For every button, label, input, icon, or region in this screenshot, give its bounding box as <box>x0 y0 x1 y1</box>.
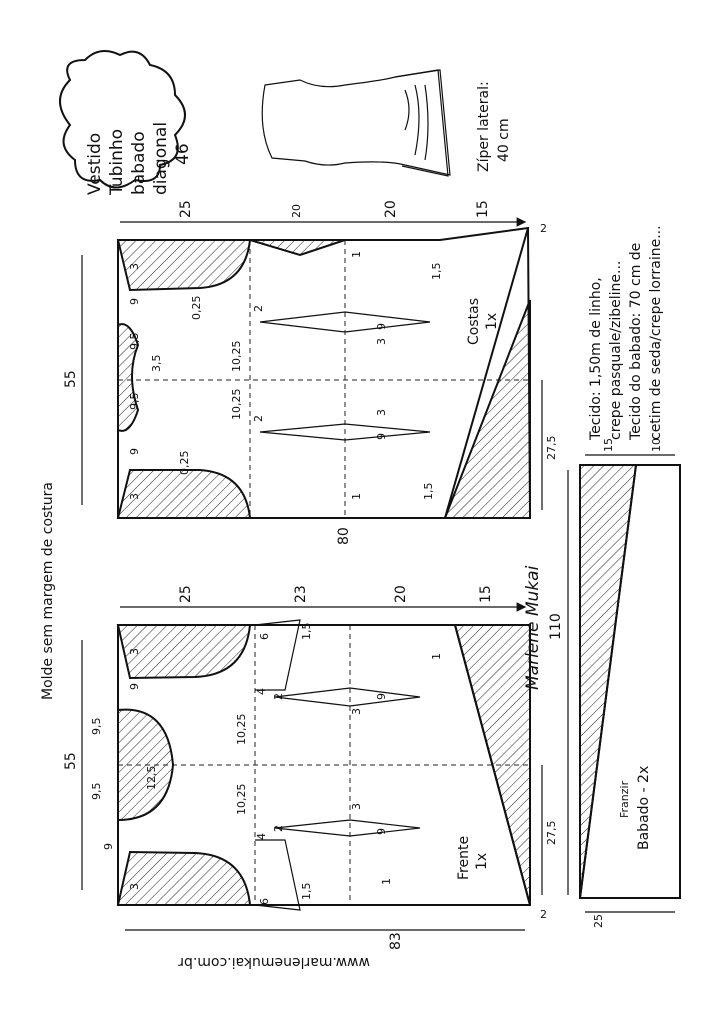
back-pattern-piece: Costas 1x 25 20 20 15 55 80 27,5 3 9 9,5… <box>63 200 558 545</box>
ruffle-dim-1: 10 <box>650 438 663 452</box>
front-mark-5: 4 <box>255 833 268 840</box>
back-neck-2: 9,5 <box>128 333 141 351</box>
back-width: 55 <box>63 370 79 388</box>
back-mark-12: 1 <box>350 493 363 500</box>
back-neck-1: 9 <box>128 298 141 305</box>
back-mark-2: 0,25 <box>178 451 191 476</box>
ruffle-label: Babado - 2x <box>636 766 652 850</box>
title-line-3: babado <box>129 131 149 195</box>
front-mark-10: 9 <box>375 828 388 835</box>
front-pattern-piece: Frente 1x 25 23 20 15 55 83 27,5 3 9 9,5… <box>63 585 558 950</box>
title-size: 46 <box>173 143 193 165</box>
front-mark-7: 1,5 <box>300 623 313 641</box>
fabric-note-4: cetim de seda/crepe lorraine... <box>648 225 664 440</box>
ruffle-dim-0: 15 <box>602 438 615 452</box>
front-mark-6: 6 <box>258 898 271 905</box>
back-neck-0: 3 <box>128 263 141 270</box>
front-neck-0: 3 <box>128 648 141 655</box>
back-mark-14: 1,5 <box>422 483 435 501</box>
front-length: 83 <box>388 932 404 950</box>
back-neck-5: 3 <box>128 493 141 500</box>
back-mark-1: 3,5 <box>150 355 163 373</box>
subtitle-no-seam-allowance: Molde sem margem de costura <box>40 482 56 700</box>
back-dim-1: 20 <box>290 204 303 218</box>
ruffle-pattern-piece: 110 Franzir Babado - 2x 15 10 25 <box>548 438 681 928</box>
front-mark-3: 6 <box>258 633 271 640</box>
title-line-1: Vestido <box>85 133 105 195</box>
title-cloud: Vestido Tubinho babado diagonal 46 <box>59 50 193 196</box>
back-mark-5: 2 <box>252 305 265 312</box>
back-length: 80 <box>336 527 352 545</box>
ruffle-dim-2: 25 <box>592 914 605 928</box>
front-mark-1: 10,25 <box>235 714 248 746</box>
front-label: Frente <box>456 836 472 880</box>
front-mark-9: 9 <box>375 693 388 700</box>
front-mark-0: 12,5 <box>145 766 158 791</box>
back-dim-2: 20 <box>383 200 399 218</box>
front-dim-2: 20 <box>393 585 409 603</box>
zipper-length: 40 cm <box>496 118 512 162</box>
back-mark-10: 3 <box>375 409 388 416</box>
front-mark-11: 3 <box>350 708 363 715</box>
title-line-2: Tubinho <box>107 129 127 196</box>
ruffle-gather-label: Franzir <box>618 780 631 818</box>
back-mark-8: 9 <box>375 433 388 440</box>
front-dim-1: 23 <box>293 585 309 603</box>
back-neck-3: 9,5 <box>128 393 141 411</box>
front-mark-12: 3 <box>350 803 363 810</box>
back-mark-9: 3 <box>375 338 388 345</box>
front-mark-13: 1 <box>380 878 393 885</box>
back-hem-side: 27,5 <box>545 436 558 461</box>
back-dim-0: 25 <box>178 200 194 218</box>
front-neck-5: 3 <box>128 883 141 890</box>
back-qty: 1x <box>484 313 500 330</box>
back-mark-3: 10,25 <box>230 341 243 373</box>
front-mark-15: 2 <box>272 693 285 700</box>
front-neck-2: 9,5 <box>90 718 103 736</box>
back-dim-3: 15 <box>475 200 491 218</box>
back-label: Costas <box>466 298 482 345</box>
front-mark-4: 4 <box>255 688 268 695</box>
front-hem-side: 27,5 <box>545 821 558 846</box>
back-mark-7: 9 <box>375 323 388 330</box>
front-width: 55 <box>63 752 79 770</box>
back-mark-4: 10,25 <box>230 389 243 421</box>
front-neck-1: 9 <box>128 683 141 690</box>
front-dim-3: 15 <box>478 585 494 603</box>
back-mark-6: 2 <box>252 415 265 422</box>
fabric-note-2: crepe pasquale/zibeline... <box>608 261 624 440</box>
back-neck-4: 9 <box>128 448 141 455</box>
back-hem-mark: 2 <box>540 222 547 235</box>
back-mark-11: 1 <box>350 251 363 258</box>
dress-sketch <box>261 69 451 177</box>
front-neck-3: 9,5 <box>90 783 103 801</box>
title-line-4: diagonal <box>151 122 171 195</box>
zipper-note: Zíper lateral: <box>476 81 492 172</box>
back-mark-0: 0,25 <box>190 296 203 321</box>
website-url: www.marlenemukai.com.br <box>178 954 370 970</box>
front-qty: 1x <box>474 853 490 870</box>
front-neck-4: 9 <box>102 843 115 850</box>
front-mark-14: 1 <box>430 653 443 660</box>
fabric-note-3: Tecido do babado: 70 cm de <box>628 243 644 441</box>
front-dim-0: 25 <box>178 585 194 603</box>
fabric-note-1: Tecido: 1,50m de linho, <box>588 277 604 441</box>
ruffle-length: 110 <box>548 613 564 640</box>
front-mark-2: 10,25 <box>235 784 248 816</box>
front-mark-16: 2 <box>272 825 285 832</box>
front-hem-mark: 2 <box>540 908 547 921</box>
back-mark-13: 1,5 <box>430 263 443 281</box>
front-mark-8: 1,5 <box>300 883 313 901</box>
